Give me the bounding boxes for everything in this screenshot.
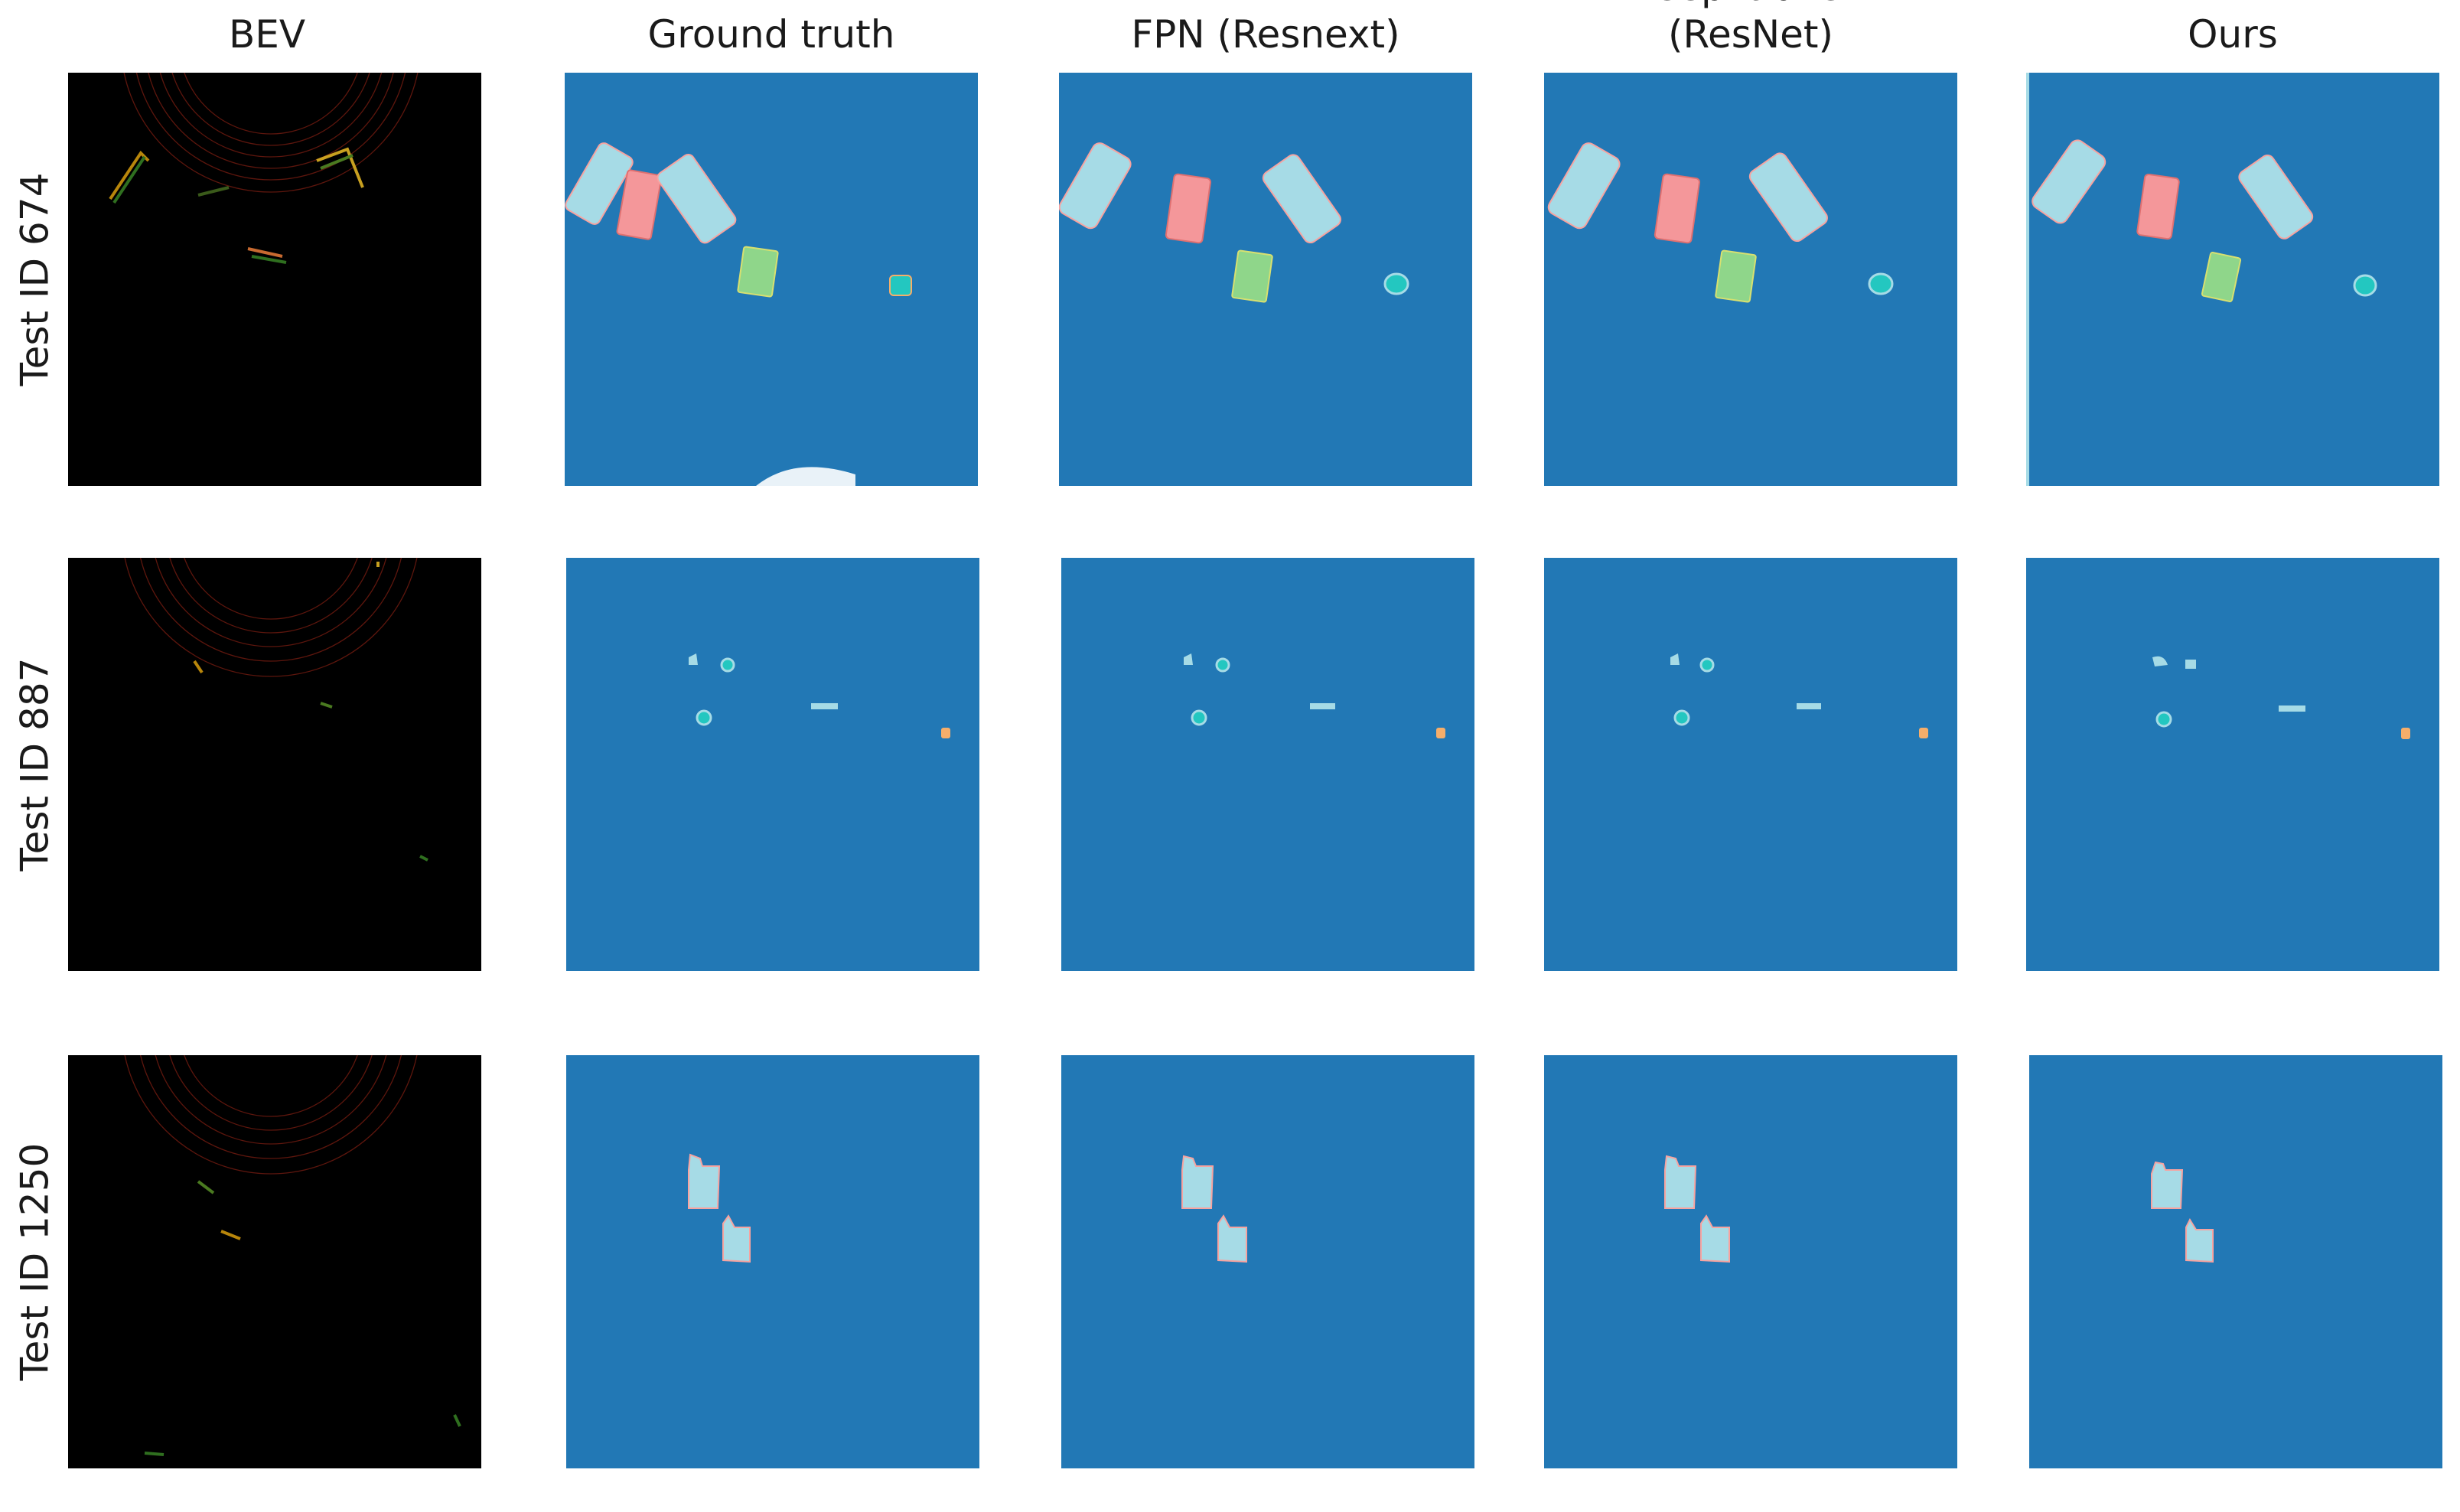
fpn-prediction-674 (1059, 73, 1472, 486)
ground-truth-1250 (566, 1055, 979, 1468)
ours-prediction-887 (2026, 558, 2439, 971)
bev-image-674 (68, 73, 481, 486)
column-title-deeplab: DeepLabV3+ (ResNet) (1544, 0, 1957, 58)
column-title-line: DeepLabV3+ (1624, 0, 1877, 11)
column-title-line: Ground truth (647, 12, 895, 57)
column-title-line: BEV (228, 12, 306, 57)
column-title-fpn: FPN (Resnext) (1059, 0, 1472, 58)
deeplab-prediction-674 (1544, 73, 1957, 486)
column-title-line: Ours (2188, 12, 2278, 57)
bev-image-1250 (68, 1055, 481, 1468)
fpn-prediction-887 (1061, 558, 1474, 971)
column-title-bev: BEV (68, 0, 466, 58)
row-label-text: Test ID 1250 (12, 1142, 57, 1381)
deeplab-prediction-887 (1544, 558, 1957, 971)
fpn-prediction-1250 (1061, 1055, 1474, 1468)
ground-truth-887 (566, 558, 979, 971)
ours-prediction-1250 (2029, 1055, 2442, 1468)
bev-image-887 (68, 558, 481, 971)
column-title-ours: Ours (2026, 0, 2439, 58)
ground-truth-674 (565, 73, 978, 486)
column-title-line: (ResNet) (1667, 12, 1834, 57)
ours-prediction-674 (2026, 73, 2439, 486)
column-title-ground-truth: Ground truth (565, 0, 978, 58)
row-label-text: Test ID 674 (12, 172, 57, 386)
column-title-line: FPN (Resnext) (1131, 12, 1400, 57)
row-label-887: Test ID 887 (0, 558, 69, 971)
deeplab-prediction-1250 (1544, 1055, 1957, 1468)
row-label-text: Test ID 887 (12, 657, 57, 872)
row-label-674: Test ID 674 (0, 73, 69, 486)
row-label-1250: Test ID 1250 (0, 1055, 69, 1468)
